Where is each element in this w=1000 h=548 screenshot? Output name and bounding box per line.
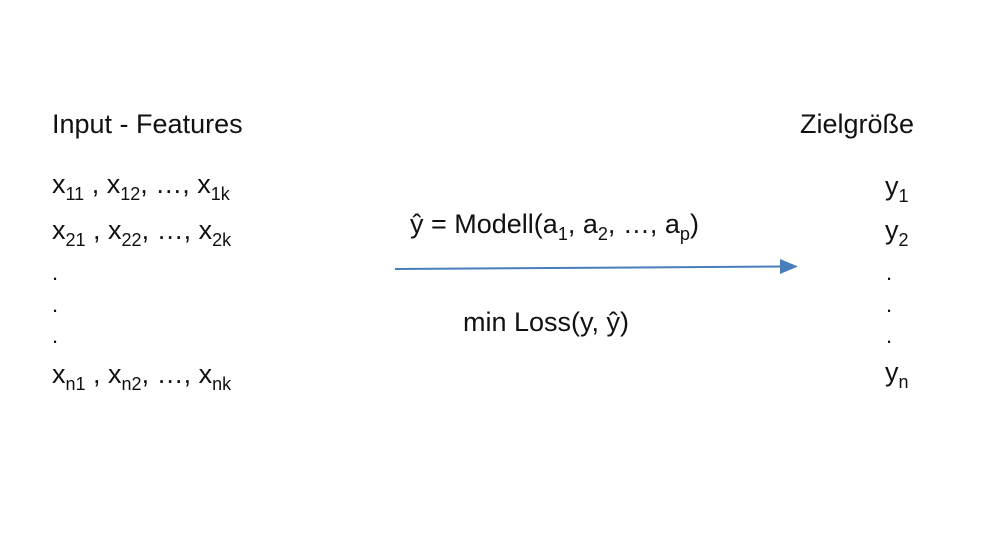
- row-sub: nk: [212, 374, 232, 394]
- row-text: , …, x: [141, 215, 213, 245]
- row-sub: n1: [65, 374, 86, 394]
- row-sub: 22: [121, 230, 142, 250]
- model-equation: ŷ = Modell(a1, a2, …, ap): [410, 208, 699, 243]
- target-heading: Zielgröße: [800, 109, 915, 139]
- ellipsis-dot: .: [52, 260, 59, 285]
- row-sub: 11: [65, 184, 85, 204]
- eq-text: , a: [567, 209, 598, 239]
- arrow-head-icon: [780, 259, 798, 274]
- eq-sub: 2: [597, 224, 608, 244]
- feature-row-n: xn1 , xn2, …, xnk: [52, 358, 231, 393]
- loss-label: min Loss(y, ŷ): [463, 307, 630, 337]
- eq-sub: 1: [557, 224, 568, 244]
- row-text: , x: [85, 215, 122, 245]
- row-text: , x: [85, 359, 122, 389]
- row-sub: 1: [898, 186, 909, 206]
- row-sub: n2: [121, 374, 142, 394]
- target-row-n: yn: [885, 356, 909, 391]
- row-text: x: [52, 359, 66, 389]
- row-text: x: [52, 215, 66, 245]
- row-text: y: [885, 357, 899, 387]
- arrow-line: [394, 265, 783, 270]
- input-features-heading: Input - Features: [52, 109, 243, 139]
- row-text: x: [52, 169, 66, 199]
- ellipsis-dot: .: [886, 292, 893, 317]
- feature-row-2: x21 , x22, …, x2k: [52, 214, 231, 249]
- row-sub: 12: [120, 184, 141, 204]
- row-sub: n: [898, 372, 909, 392]
- target-row-2: y2: [885, 214, 909, 249]
- row-text: y: [885, 171, 899, 201]
- ellipsis-dot: .: [886, 260, 893, 285]
- eq-text: ): [689, 209, 699, 239]
- row-sub: 1k: [210, 184, 230, 204]
- feature-row-1: x11 , x12, …, x1k: [52, 168, 230, 203]
- row-sub: 2k: [212, 230, 232, 250]
- row-text: , …, x: [140, 169, 211, 199]
- eq-text: ŷ = Modell(a: [410, 209, 558, 239]
- row-sub: 2: [898, 230, 909, 250]
- row-sub: 21: [65, 230, 86, 250]
- row-text: , x: [84, 169, 121, 199]
- eq-text: , …, a: [607, 209, 680, 239]
- ellipsis-dot: .: [52, 292, 59, 317]
- ellipsis-dot: .: [52, 323, 59, 348]
- target-row-1: y1: [885, 170, 909, 205]
- row-text: y: [885, 215, 899, 245]
- ellipsis-dot: .: [886, 323, 893, 348]
- eq-sub: p: [679, 224, 690, 244]
- row-text: , …, x: [141, 359, 213, 389]
